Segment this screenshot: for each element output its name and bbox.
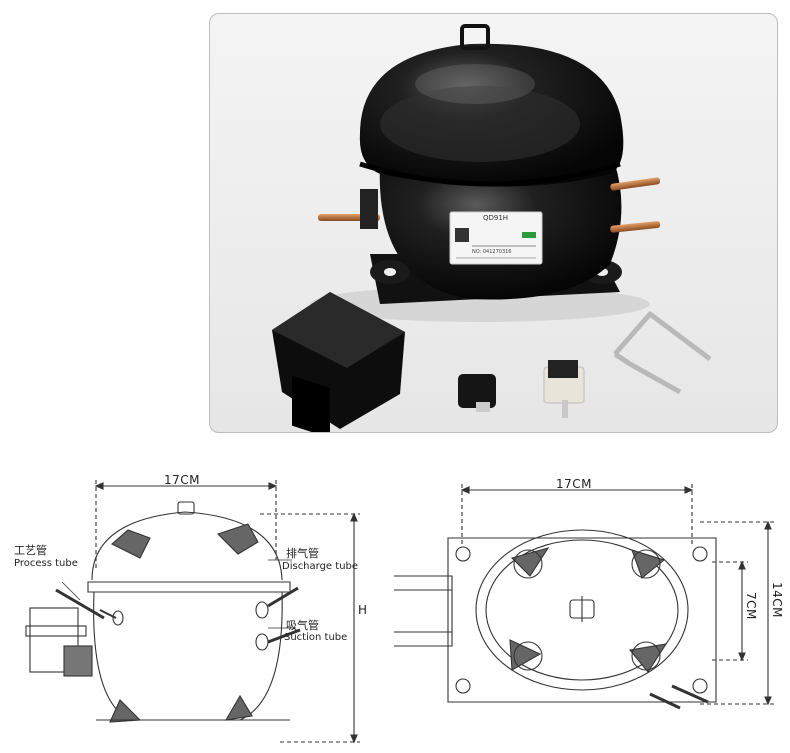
top-mount-label: 7CM [744, 592, 758, 620]
compressor-photo-illustration [272, 24, 712, 432]
compressor-photo: QD91H NO: 041270316 [209, 13, 778, 433]
photo-label-serial: NO: 041270316 [472, 249, 512, 255]
discharge-tube-cn-label: 排气管 [286, 547, 319, 560]
process-tube-cn-label: 工艺管 [14, 544, 47, 557]
top-width-label: 17CM [556, 477, 593, 491]
suction-tube-cn-label: 吸气管 [286, 619, 319, 632]
process-tube-en-label: Process tube [14, 558, 78, 569]
suction-tube-en-label: Suction tube [284, 632, 348, 643]
discharge-tube-en-label: Discharge tube [282, 561, 359, 572]
drawings-linework [25, 480, 774, 744]
photo-label-model: QD91H [483, 214, 509, 222]
side-height-label: H [358, 603, 368, 617]
top-depth-label: 14CM [770, 582, 784, 619]
technical-drawings: 17CM H 工艺管 Process tube 排气管 Discharge tu… [0, 450, 790, 753]
side-width-label: 17CM [164, 473, 201, 487]
